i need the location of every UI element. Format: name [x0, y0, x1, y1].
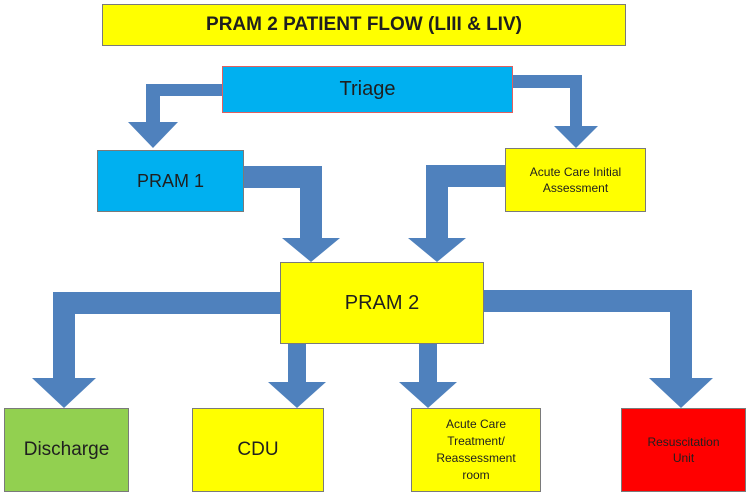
arrow-triage-to-pram1: [128, 84, 222, 148]
node-cdu: CDU: [192, 408, 324, 492]
node-acute-initial-label: Acute Care Initial Assessment: [529, 165, 622, 195]
arrow-acute-initial-to-pram2: [408, 165, 505, 262]
node-acute-treatment-label: Acute Care Treatment/ Reassessment room: [436, 417, 516, 482]
node-acute-treatment: Acute Care Treatment/ Reassessment room: [411, 408, 541, 492]
arrow-pram2-to-acute-treatment: [399, 344, 457, 408]
arrow-pram1-to-pram2: [244, 166, 340, 262]
node-pram2: PRAM 2: [280, 262, 484, 344]
node-triage: Triage: [222, 66, 513, 113]
node-discharge-label: Discharge: [23, 439, 110, 460]
node-cdu-label: CDU: [237, 439, 279, 460]
node-triage-label: Triage: [339, 78, 396, 100]
node-pram2-label: PRAM 2: [344, 291, 420, 314]
node-pram1-label: PRAM 1: [136, 170, 205, 191]
node-pram1: PRAM 1: [97, 150, 244, 212]
node-acute-initial: Acute Care Initial Assessment: [505, 148, 646, 212]
node-resuscitation: Resuscitation Unit: [621, 408, 746, 492]
arrow-pram2-to-resuscitation: [484, 290, 713, 408]
arrow-pram2-to-discharge: [32, 292, 280, 408]
title-text: PRAM 2 PATIENT FLOW (LIII & LIV): [206, 14, 522, 35]
diagram-title: PRAM 2 PATIENT FLOW (LIII & LIV): [102, 4, 626, 46]
node-discharge: Discharge: [4, 408, 129, 492]
arrow-triage-to-acute-initial: [513, 75, 598, 148]
arrow-pram2-to-cdu: [268, 344, 326, 408]
node-resuscitation-label: Resuscitation Unit: [647, 435, 720, 465]
